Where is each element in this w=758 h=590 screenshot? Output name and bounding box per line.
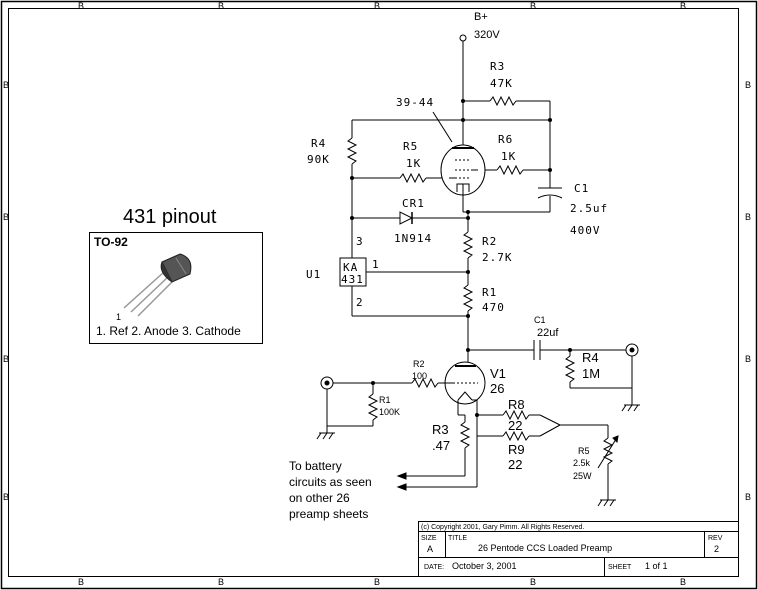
c1-top-value: 2.5uf <box>570 202 608 215</box>
r1-top-value: 470 <box>482 301 505 314</box>
u1-line1: KA <box>343 261 358 274</box>
r2-in-value: 100 <box>412 371 427 381</box>
b-plus-voltage: 320V <box>474 29 500 41</box>
c1-out-ref: C1 <box>534 315 546 325</box>
pin-description: 1. Ref 2. Anode 3. Cathode <box>96 324 241 338</box>
drawing-title: 26 Pentode CCS Loaded Preamp <box>478 543 612 553</box>
r4-top-value: 90K <box>307 153 330 166</box>
r1-in-ref: R1 <box>379 395 391 405</box>
r8-ref: R8 <box>508 397 525 412</box>
pin-marker: 1 <box>116 312 121 322</box>
rev-label: REV <box>708 535 723 542</box>
u1-ref: U1 <box>306 268 321 281</box>
r5-pot-value: 2.5k <box>573 458 591 468</box>
border-mark: B <box>374 577 380 587</box>
r2-in-ref: R2 <box>413 359 425 369</box>
r5-pot-power: 25W <box>573 471 592 481</box>
border-mark: B <box>530 577 536 587</box>
r4-top-ref: R4 <box>311 137 326 150</box>
date-value: October 3, 2001 <box>452 561 517 571</box>
r9-value: 22 <box>508 457 522 472</box>
u1-pin2: 2 <box>356 296 364 309</box>
border-mark: B <box>3 80 9 90</box>
border-mark: B <box>218 1 224 11</box>
border-marks: B B B B B B B B B B B B B B B B B B <box>3 1 751 587</box>
ccs-section <box>339 34 563 350</box>
u1-line2: 431 <box>341 273 364 286</box>
border-mark: B <box>218 577 224 587</box>
r4-out-ref: R4 <box>582 350 599 365</box>
r3-value: 47K <box>490 77 513 90</box>
border-mark: B <box>745 354 751 364</box>
c1-out-value: 22uf <box>537 327 559 339</box>
note-line: on other 26 <box>289 491 350 505</box>
border-mark: B <box>374 1 380 11</box>
title-label: TITLE <box>448 535 467 542</box>
border-mark: B <box>680 1 686 11</box>
sheet-label: SHEET <box>608 564 632 571</box>
rev-value: 2 <box>714 544 719 554</box>
r1-in-value: 100K <box>379 407 400 417</box>
r1-top-ref: R1 <box>482 286 497 299</box>
note-line: To battery <box>289 459 342 473</box>
r9-ref: R9 <box>508 442 525 457</box>
r5-pot-ref: R5 <box>578 446 590 456</box>
copyright-text: (c) Copyright 2001, Gary Pimm. All Right… <box>421 524 584 531</box>
border-mark: B <box>78 577 84 587</box>
border-mark: B <box>3 354 9 364</box>
r3-cathode-value: .47 <box>432 438 450 453</box>
border-mark: B <box>3 212 9 222</box>
output-stage <box>316 340 640 507</box>
r3-cathode-ref: R3 <box>432 422 449 437</box>
border-mark: B <box>78 1 84 11</box>
cr1-ref: CR1 <box>402 197 425 210</box>
u1-pin1: 1 <box>372 258 380 271</box>
c1-top-ref: C1 <box>574 182 589 195</box>
title-block: (c) Copyright 2001, Gary Pimm. All Right… <box>418 521 739 577</box>
r3-ref: R3 <box>490 60 505 73</box>
pinout-inset: 431 pinout TO-92 1 1. Ref 2. Anode 3. Ca… <box>89 206 263 344</box>
border-mark: B <box>745 492 751 502</box>
border-mark: B <box>745 212 751 222</box>
r2-top-ref: R2 <box>482 235 497 248</box>
r2-top-value: 2.7K <box>482 251 513 264</box>
package-label: TO-92 <box>94 235 128 249</box>
r5-value: 1K <box>406 157 421 170</box>
size-value: A <box>427 544 433 554</box>
to92-transistor-icon <box>123 253 192 317</box>
v1-ref: V1 <box>490 366 506 381</box>
border-mark: B <box>680 577 686 587</box>
note-line: preamp sheets <box>289 507 368 521</box>
u1-pin3: 3 <box>356 235 364 248</box>
r4-out-value: 1M <box>582 366 600 381</box>
r6-value: 1K <box>501 150 516 163</box>
size-label: SIZE <box>421 535 437 542</box>
cr1-value: 1N914 <box>394 232 432 245</box>
battery-note: To battery circuits as seen on other 26 … <box>289 459 372 521</box>
border-mark: B <box>530 1 536 11</box>
r5-ref: R5 <box>403 140 418 153</box>
sheet-value: 1 of 1 <box>645 561 668 571</box>
c1-top-voltage: 400V <box>570 224 601 237</box>
b-plus-label: B+ <box>474 11 488 23</box>
pinout-title: 431 pinout <box>123 206 217 228</box>
border-mark: B <box>3 492 9 502</box>
tube-part-label: 39-44 <box>396 96 434 109</box>
border-mark: B <box>745 80 751 90</box>
r6-ref: R6 <box>498 133 513 146</box>
note-line: circuits as seen <box>289 475 372 489</box>
v1-value: 26 <box>490 381 504 396</box>
r8-value: 22 <box>508 418 522 433</box>
date-label: DATE: <box>424 564 444 571</box>
